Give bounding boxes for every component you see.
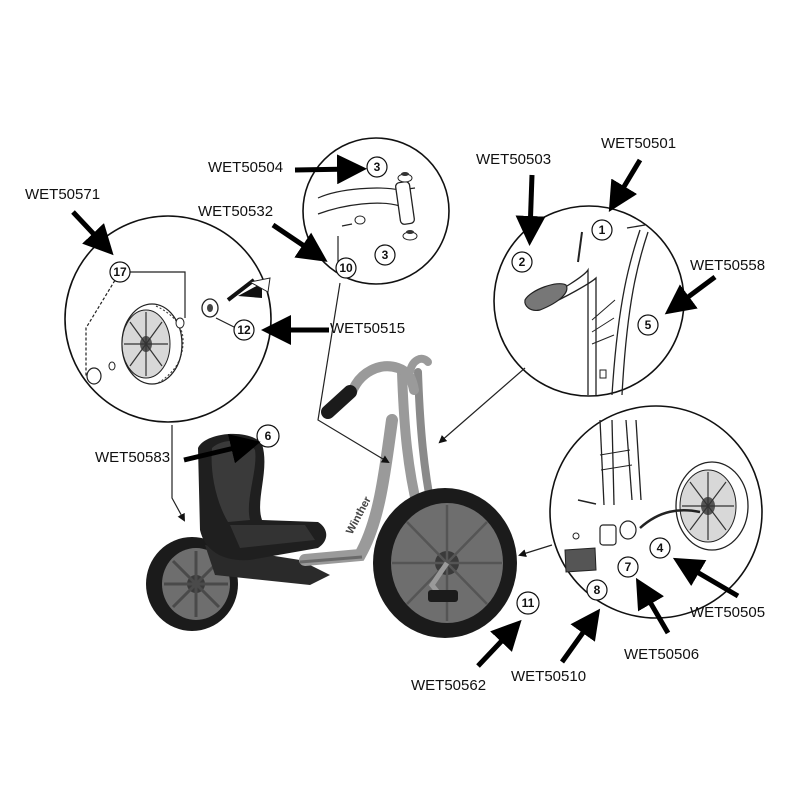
part-code-wet50562: WET50562: [411, 677, 486, 694]
part-code-labels: WET50571 WET50504 WET50532 WET50515 WET5…: [25, 135, 765, 694]
seat: [198, 433, 327, 561]
detail-circle-front-hub: 4 7 8: [549, 405, 763, 619]
tricycle-illustration: Winther: [146, 354, 517, 638]
part-code-wet50515: WET50515: [330, 320, 405, 337]
part-code-wet50558: WET50558: [690, 257, 765, 274]
item-number-2: 2: [519, 255, 526, 269]
part-code-wet50504: WET50504: [208, 159, 283, 176]
part-code-wet50583: WET50583: [95, 449, 170, 466]
item-number-4: 4: [657, 541, 664, 555]
item-number-11: 11: [522, 596, 535, 610]
connector-lines: [171, 282, 553, 558]
part-code-wet50505: WET50505: [690, 604, 765, 621]
item-number-17: 17: [113, 265, 127, 279]
item-number-6: 6: [265, 429, 272, 443]
detail-circle-seat-bracket: 3 3 10: [302, 137, 450, 285]
detail-circle-rear-wheel: 17 12: [64, 215, 272, 423]
item-number-1: 1: [599, 223, 606, 237]
item-number-12: 12: [237, 323, 251, 337]
part-code-wet50503: WET50503: [476, 151, 551, 168]
item-number-3-top: 3: [374, 160, 381, 174]
part-code-wet50532: WET50532: [198, 203, 273, 220]
part-code-wet50571: WET50571: [25, 186, 100, 203]
part-code-wet50510: WET50510: [511, 668, 586, 685]
callout-arrows: [71, 154, 740, 668]
item-number-8: 8: [594, 583, 601, 597]
item-number-5: 5: [645, 318, 652, 332]
item-number-7: 7: [625, 560, 632, 574]
part-code-wet50506: WET50506: [624, 646, 699, 663]
part-code-wet50501: WET50501: [601, 135, 676, 152]
detail-circle-handlebar: 1 2 5: [493, 205, 685, 397]
item-number-3-bottom: 3: [382, 248, 389, 262]
item-number-10: 10: [339, 261, 353, 275]
